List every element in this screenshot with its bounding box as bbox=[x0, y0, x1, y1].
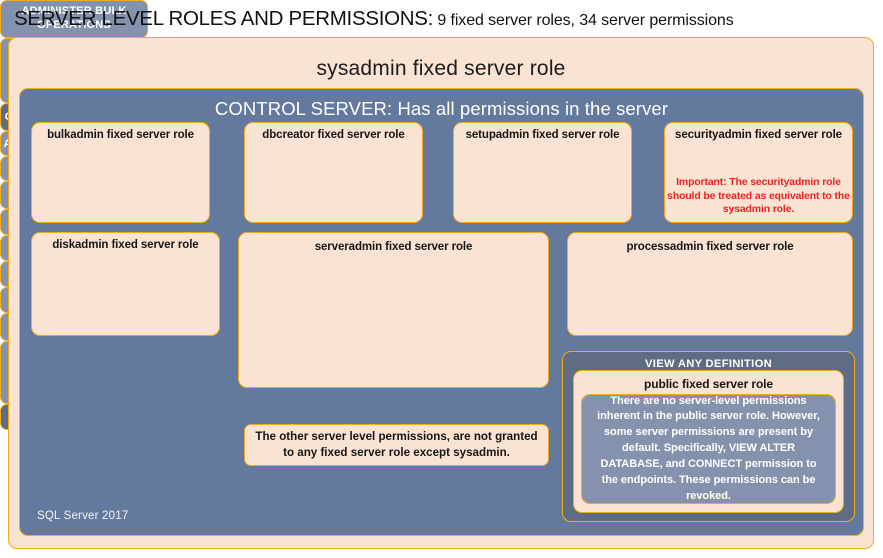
securityadmin-warning-text: Important: The securityadmin role should… bbox=[667, 177, 850, 216]
note-other-server-permissions: The other server level permissions, are … bbox=[244, 424, 549, 466]
role-label-serveradmin: serveradmin fixed server role bbox=[314, 241, 473, 253]
control-server-label: CONTROL SERVER: Has all permissions in t… bbox=[214, 98, 669, 119]
role-box-bulkadmin: bulkadmin fixed server role bbox=[31, 122, 210, 223]
role-label-securityadmin: securityadmin fixed server role bbox=[675, 129, 842, 141]
role-label-public: public fixed server role bbox=[644, 377, 773, 391]
page-title-rest: 9 fixed server roles, 34 server permissi… bbox=[433, 12, 734, 29]
role-box-setupadmin: setupadmin fixed server role bbox=[453, 122, 632, 223]
role-box-serveradmin: serveradmin fixed server role bbox=[238, 232, 549, 388]
role-box-securityadmin: securityadmin fixed server role bbox=[664, 122, 853, 223]
role-label-diskadmin: diskadmin fixed server role bbox=[52, 239, 199, 251]
role-label-dbcreator: dbcreator fixed server role bbox=[262, 129, 405, 141]
public-role-description: There are no server-level permissions in… bbox=[581, 394, 836, 504]
role-label-bulkadmin: bulkadmin fixed server role bbox=[47, 129, 194, 141]
product-footer: SQL Server 2017 bbox=[37, 510, 129, 522]
role-box-dbcreator: dbcreator fixed server role bbox=[244, 122, 423, 223]
page-title-strong: SERVER LEVEL ROLES AND PERMISSIONS: bbox=[14, 7, 434, 30]
role-box-processadmin: processadmin fixed server role bbox=[567, 232, 853, 336]
role-label-processadmin: processadmin fixed server role bbox=[626, 241, 794, 253]
sysadmin-role-label: sysadmin fixed server role bbox=[316, 57, 566, 80]
page-title: SERVER LEVEL ROLES AND PERMISSIONS: 9 fi… bbox=[14, 7, 874, 33]
permission-view-any-definition: VIEW ANY DEFINITION bbox=[645, 358, 772, 370]
role-box-diskadmin: diskadmin fixed server role bbox=[31, 232, 220, 336]
role-label-setupadmin: setupadmin fixed server role bbox=[465, 129, 620, 141]
